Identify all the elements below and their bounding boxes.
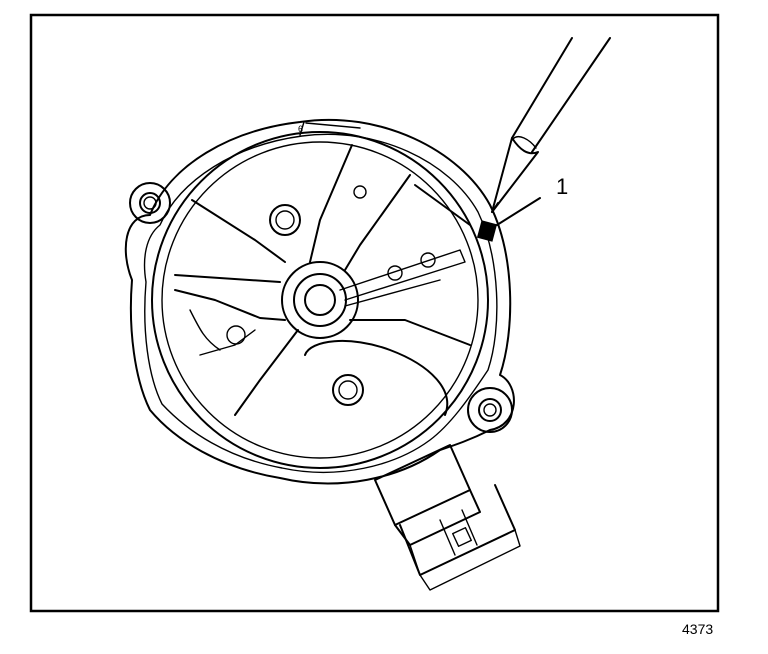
pencil-icon bbox=[491, 37, 611, 213]
mounting-hole-left bbox=[129, 182, 171, 224]
callout: 1 bbox=[496, 174, 568, 226]
figure-id: 4373 bbox=[682, 621, 713, 637]
housing-tick-mark: 6 bbox=[298, 121, 361, 136]
reference-mark bbox=[476, 220, 498, 242]
figure-frame bbox=[29, 13, 720, 613]
wiring-connector bbox=[374, 444, 521, 591]
rib-holes bbox=[226, 185, 436, 406]
mounting-hole-right bbox=[467, 387, 513, 433]
housing-flange bbox=[124, 118, 515, 485]
rotor-slot bbox=[339, 249, 466, 307]
housing-mark-label: 6 bbox=[298, 124, 303, 134]
callout-number: 1 bbox=[556, 174, 568, 199]
internal-ribs bbox=[174, 144, 471, 416]
housing-rim bbox=[151, 131, 489, 469]
